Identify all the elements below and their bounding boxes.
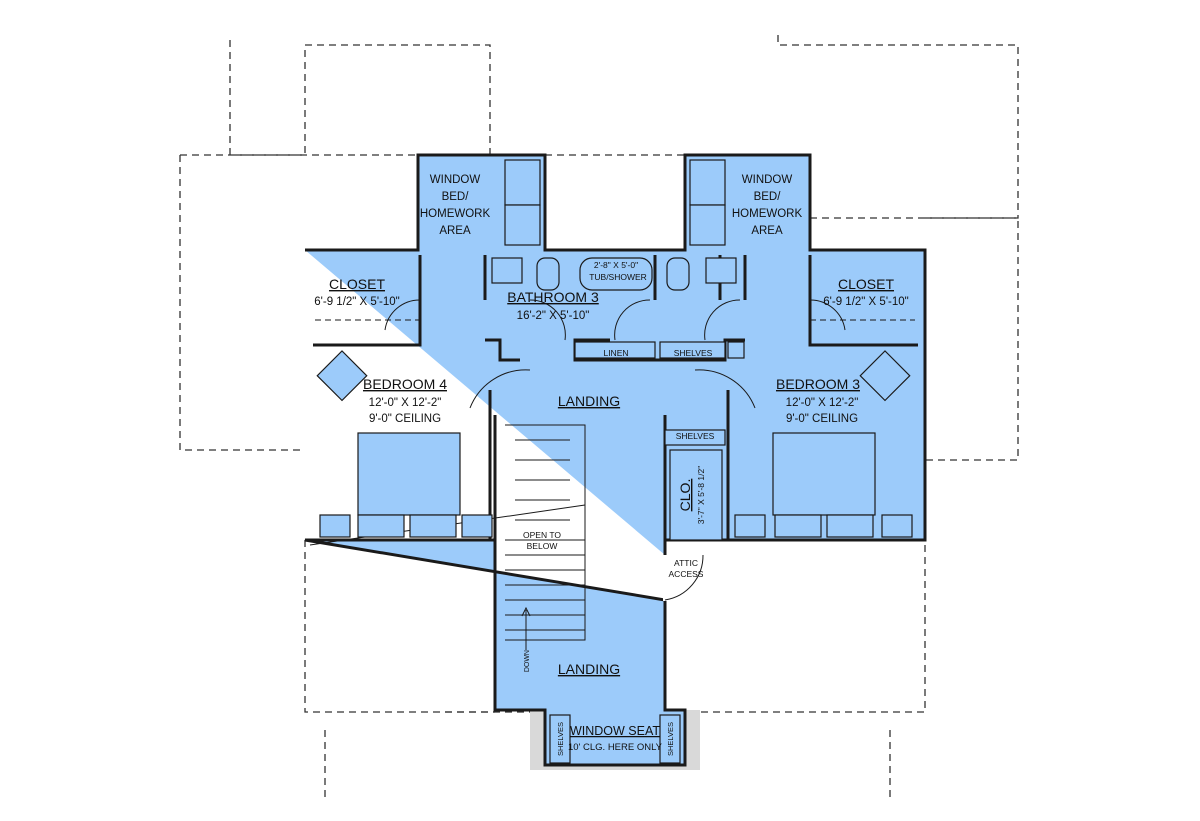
tub-label: TUB/SHOWER	[589, 272, 647, 282]
clo-label: CLO. 3'-7" X 5'-8 1/2"	[677, 466, 706, 524]
label-line: WINDOW	[430, 174, 481, 186]
interior-walls	[309, 159, 918, 764]
label-line: AREA	[751, 225, 783, 237]
label-line: HOMEWORK	[732, 208, 803, 220]
window-seat-note: 10' CLG. HERE ONLY	[568, 742, 663, 753]
label-line: BED/	[754, 191, 782, 203]
bathroom-name: BATHROOM 3	[507, 289, 599, 305]
linen-label: LINEN	[603, 348, 628, 358]
bedroom4-size: 12'-0" X 12'-2"	[369, 397, 442, 409]
window-bed-right-label: WINDOW BED/ HOMEWORK AREA	[732, 174, 803, 237]
bedroom4-ceiling: 9'-0" CEILING	[369, 413, 441, 425]
shelves-seat-left: SHELVES	[556, 722, 565, 756]
closet-right-size: 6'-9 1/2" X 5'-10"	[823, 296, 908, 308]
bathroom-size: 16'-2" X 5'-10"	[517, 310, 590, 322]
closet-left-name: CLOSET	[329, 276, 385, 292]
clo-size: 3'-7" X 5'-8 1/2"	[696, 466, 706, 524]
label-line: BED/	[442, 191, 470, 203]
bedroom4-name: BEDROOM 4	[363, 376, 447, 392]
label-line: AREA	[439, 225, 471, 237]
window-seat-name: WINDOW SEAT	[570, 724, 660, 738]
window-bed-left-label: WINDOW BED/ HOMEWORK AREA	[420, 174, 491, 237]
closet-right-name: CLOSET	[838, 276, 894, 292]
label-line: WINDOW	[742, 174, 793, 186]
shelves-seat-right: SHELVES	[666, 722, 675, 756]
shelves-mid-label: SHELVES	[676, 431, 715, 441]
open-to-below-2: BELOW	[527, 541, 558, 551]
closet-left-size: 6'-9 1/2" X 5'-10"	[314, 296, 399, 308]
clo-name: CLO.	[677, 479, 693, 512]
floor-area	[304, 153, 927, 767]
roof-outline	[179, 35, 1019, 800]
landing-lower-label: LANDING	[558, 661, 620, 677]
bedroom3-ceiling: 9'-0" CEILING	[786, 413, 858, 425]
label-line: HOMEWORK	[420, 208, 491, 220]
bedroom3-name: BEDROOM 3	[776, 376, 860, 392]
down-label: DOWN	[524, 650, 531, 672]
bedroom3-size: 12'-0" X 12'-2"	[786, 397, 859, 409]
stair-arrow-icon	[521, 606, 531, 650]
open-to-below-1: OPEN TO	[523, 530, 561, 540]
tub-size: 2'-8" X 5'-0"	[594, 260, 638, 270]
attic-access-1: ATTIC	[674, 558, 698, 568]
landing-upper-label: LANDING	[558, 393, 620, 409]
shelves-label: SHELVES	[674, 348, 713, 358]
attic-access-2: ACCESS	[669, 569, 704, 579]
attic-door-swing	[664, 554, 704, 601]
